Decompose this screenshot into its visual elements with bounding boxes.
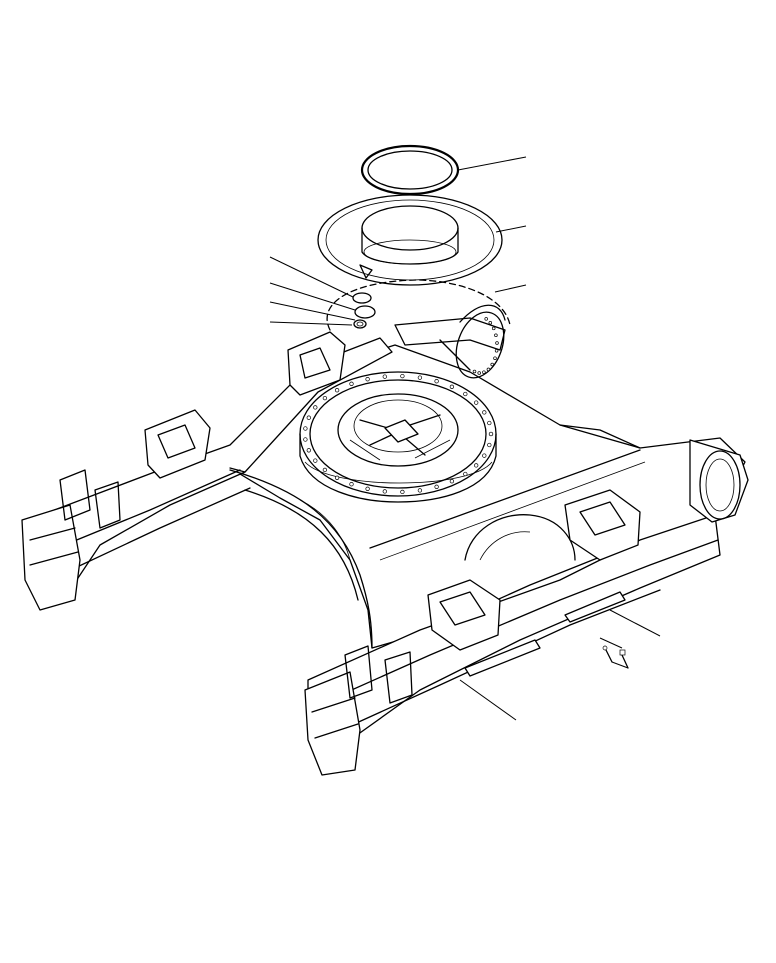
bolt-hole — [449, 384, 455, 389]
bolt-hole — [417, 375, 423, 380]
bolt-hole — [477, 371, 481, 375]
bolt-hole — [449, 479, 455, 484]
front-end-left — [21, 469, 121, 611]
bolt-hole — [495, 341, 499, 345]
loose-bolts — [602, 645, 629, 669]
cover-plate — [317, 194, 503, 286]
bolt-hole — [486, 367, 491, 372]
bolt-hole — [482, 410, 487, 415]
bolt-hole — [400, 373, 405, 379]
leader-lines — [269, 156, 661, 721]
center-saddle-arc — [229, 469, 373, 649]
center-opening — [464, 514, 576, 561]
bolt-hole — [434, 379, 439, 384]
bolt-hole — [313, 458, 318, 463]
bolt-hole — [417, 488, 423, 493]
bolt-hole — [322, 467, 328, 473]
bolt-hole — [334, 388, 340, 393]
bolt-hole — [313, 405, 318, 410]
bolt-hole — [434, 484, 439, 489]
swing-circle-outline — [326, 279, 511, 379]
bolt-hole — [463, 471, 468, 477]
bolt-hole — [334, 475, 340, 480]
bolt-hole — [303, 426, 308, 431]
swing-circle-bolts — [303, 373, 494, 495]
bolt-hole — [400, 489, 405, 495]
bolt-hole — [484, 317, 488, 321]
bolt-hole — [349, 482, 354, 487]
front-end-right — [304, 645, 413, 776]
bolt-hole — [490, 362, 494, 367]
bolt-hole — [306, 415, 311, 420]
bolt-hole — [493, 356, 497, 360]
bolt-hole — [488, 431, 494, 437]
bolt-hole — [472, 369, 477, 374]
bolt-hole — [494, 333, 498, 338]
right-mount-brackets — [427, 489, 641, 651]
bolt-hole — [382, 374, 387, 379]
bolt-hole — [488, 321, 493, 325]
small-parts — [352, 292, 376, 329]
bolt-hole — [463, 391, 468, 397]
bolt-hole — [365, 377, 370, 382]
bolt-hole — [306, 448, 311, 453]
bolt-hole — [303, 437, 308, 442]
bolt-hole — [494, 349, 499, 353]
bolt-hole — [365, 486, 370, 491]
bolt-hole — [382, 489, 387, 494]
bolt-hole — [474, 463, 479, 468]
left-mount-bracket — [144, 331, 346, 479]
bolt-hole — [487, 442, 492, 448]
bracket-bolts — [472, 317, 499, 375]
bolt-hole — [491, 326, 496, 331]
bolt-hole — [349, 381, 354, 386]
bolt-hole — [474, 400, 479, 405]
bolt-hole — [322, 395, 328, 401]
seal-ring — [360, 144, 460, 196]
bolt-hole — [487, 420, 492, 426]
track-guard — [464, 591, 626, 677]
bolt-hole — [482, 370, 486, 374]
swing-circle-mount — [299, 371, 497, 503]
bolt-hole — [482, 453, 487, 458]
